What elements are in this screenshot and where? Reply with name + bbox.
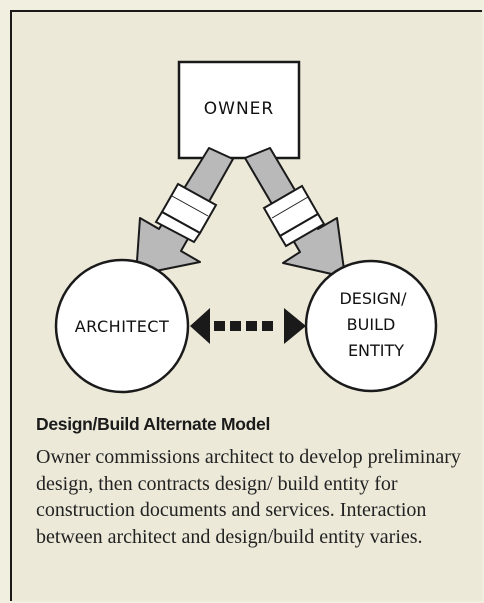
design-build-label-line3: ENTITY (348, 341, 404, 360)
top-rule (10, 10, 482, 12)
left-rule (10, 10, 12, 601)
design-build-label-line2: BUILD (347, 315, 396, 334)
owner-label: OWNER (204, 99, 274, 119)
owner-node: OWNER (177, 60, 301, 160)
document-icon-right (262, 184, 326, 248)
document-icon-left (154, 182, 218, 244)
caption-title: Design/Build Alternate Model (36, 414, 271, 434)
architect-label: ARCHITECT (75, 317, 170, 336)
design-build-node: DESIGN/ BUILD ENTITY (304, 259, 438, 393)
caption-body: Owner commissions architect to develop p… (36, 446, 461, 548)
design-build-label-line1: DESIGN/ (339, 289, 407, 308)
architect-node: ARCHITECT (54, 258, 190, 394)
interaction-double-arrow (190, 308, 306, 344)
